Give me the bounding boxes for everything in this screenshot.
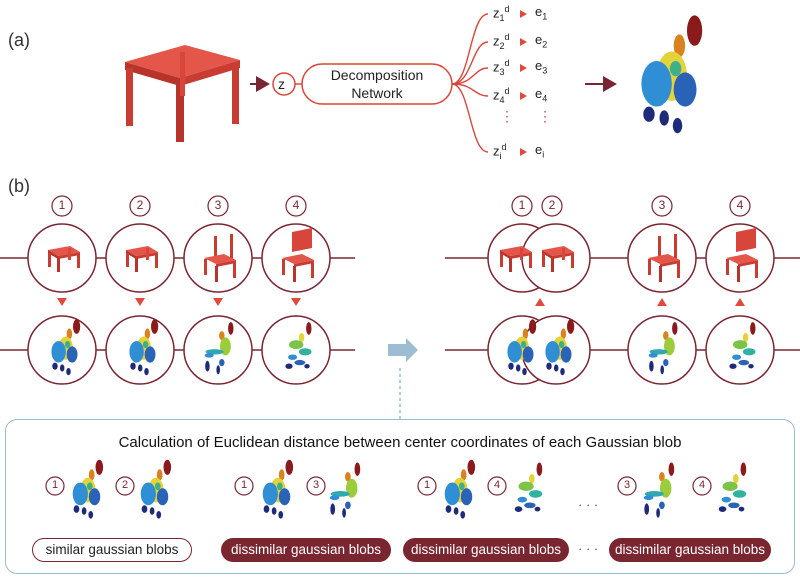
step-number-3: 3 <box>214 198 222 212</box>
step-number-6: 2 <box>548 198 556 212</box>
ellipsis-top: · · · <box>578 497 599 512</box>
small-arrows <box>520 10 527 156</box>
pair-number-2: 2 <box>121 479 129 491</box>
step-number-7: 3 <box>658 198 666 212</box>
pair-number-4: 3 <box>312 479 320 491</box>
comparison-number-circles <box>45 476 712 496</box>
step-number-2: 2 <box>136 198 144 212</box>
latent-code-z-2: z2d <box>493 32 510 51</box>
label-dissimilar-1: dissimilar gaussian blobs <box>221 538 391 562</box>
branch-lines <box>451 13 489 153</box>
up-arrows <box>535 298 745 306</box>
ellipsis-z: ⋮ <box>500 108 514 124</box>
table-render <box>125 45 240 142</box>
comparison-title: Calculation of Euclidean distance betwee… <box>118 434 682 451</box>
pair-number-8: 4 <box>698 479 706 491</box>
down-arrows <box>57 298 301 306</box>
comparison-panel: Calculation of Euclidean distance betwee… <box>5 419 795 574</box>
component-e-5: ei <box>535 142 545 160</box>
step-number-4: 4 <box>292 198 300 212</box>
chair-circles-left <box>27 223 331 293</box>
latent-code-z-1: z1d <box>493 4 510 23</box>
pair-number-1: 1 <box>51 479 59 491</box>
process-arrow <box>388 338 418 362</box>
step-number-1: 1 <box>58 198 66 212</box>
panel-label-a: (a) <box>8 30 30 50</box>
network-label-line2: Network <box>351 85 403 101</box>
step-number-8: 4 <box>736 198 744 212</box>
step-number-circles <box>51 195 751 217</box>
blob-decomposition-render <box>641 15 703 134</box>
ellipsis-bottom: · · · <box>578 541 599 556</box>
pair-number-6: 4 <box>493 479 501 491</box>
label-similar: similar gaussian blobs <box>32 538 192 562</box>
component-e-1: e1 <box>535 4 548 22</box>
ellipsis-e: ⋮ <box>538 108 552 124</box>
blob-circles-left <box>27 315 331 385</box>
latent-z-label: z <box>278 76 285 92</box>
component-e-3: e3 <box>535 58 548 76</box>
chair-circles-right <box>487 223 775 293</box>
pair-number-5: 1 <box>423 479 431 491</box>
component-e-4: e4 <box>535 86 548 104</box>
component-e-2: e2 <box>535 32 548 50</box>
latent-code-z-3: z3d <box>493 58 510 77</box>
latent-code-z-4: z4d <box>493 86 510 105</box>
label-dissimilar-2: dissimilar gaussian blobs <box>403 538 569 562</box>
pair-number-7: 3 <box>623 479 631 491</box>
panel-label-b: (b) <box>8 176 30 196</box>
label-dissimilar-3: dissimilar gaussian blobs <box>609 538 771 562</box>
network-label-line1: Decomposition <box>330 67 424 83</box>
blob-circles-right <box>487 315 775 385</box>
pair-number-3: 1 <box>240 479 248 491</box>
step-number-5: 1 <box>518 198 526 212</box>
latent-code-z-5: zid <box>493 142 507 161</box>
